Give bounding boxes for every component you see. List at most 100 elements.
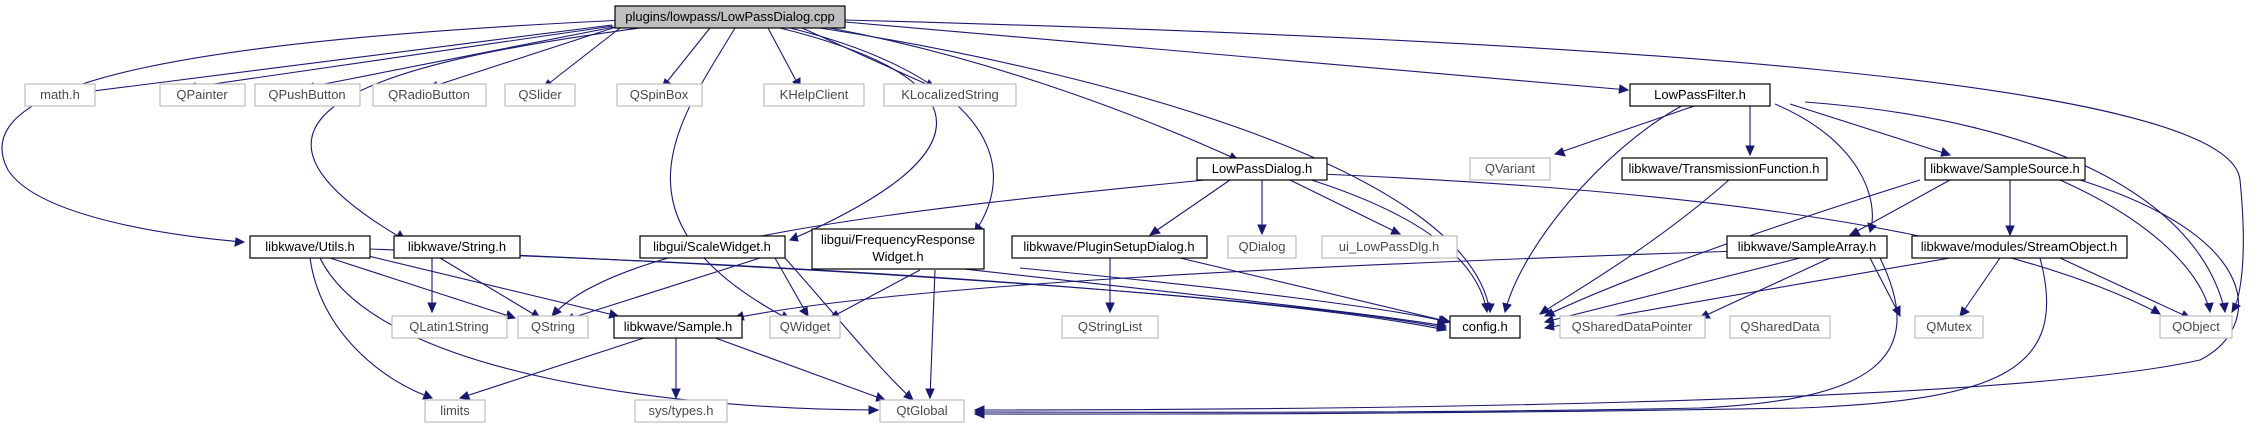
- svg-text:QRadioButton: QRadioButton: [388, 87, 470, 102]
- node-sample[interactable]: libkwave/Sample.h: [613, 315, 743, 339]
- edge-transmissionfunction-config: [1538, 178, 1731, 315]
- node-qpushbutton[interactable]: QPushButton: [254, 83, 361, 107]
- node-samplearray[interactable]: libkwave/SampleArray.h: [1726, 235, 1888, 259]
- node-scalewidget[interactable]: libgui/ScaleWidget.h: [639, 235, 786, 259]
- node-streamobject[interactable]: libkwave/modules/StreamObject.h: [1911, 235, 2128, 259]
- edge-utils-qtglobal: [319, 257, 880, 415]
- svg-text:LowPassDialog.h: LowPassDialog.h: [1212, 161, 1312, 176]
- node-freqresp[interactable]: libgui/FrequencyResponse Widget.h: [811, 228, 985, 270]
- svg-text:QPushButton: QPushButton: [268, 87, 345, 102]
- node-qvariant[interactable]: QVariant: [1469, 157, 1551, 181]
- edge-scalewidget-qwidget: [774, 257, 809, 317]
- edge-freqresp-qwidget: [828, 269, 921, 319]
- node-qstring[interactable]: QString: [517, 315, 589, 339]
- node-samplesource[interactable]: libkwave/SampleSource.h: [1924, 157, 2086, 181]
- edge-streamobject-qtglobal: [973, 257, 2048, 419]
- edge-string-qstring: [439, 257, 541, 319]
- edge-lowpassfilter-transmissionfunction: [1745, 104, 1755, 157]
- edge-lowpassfilter-samplearray: [1774, 103, 1877, 233]
- edge-root-string: [310, 27, 641, 241]
- svg-text:libkwave/TransmissionFunction.: libkwave/TransmissionFunction.h: [1629, 161, 1820, 176]
- edge-root-lowpassfilter: [844, 21, 1630, 94]
- edge-lowpassfilter-config: [1502, 103, 1686, 314]
- svg-text:QString: QString: [531, 319, 575, 334]
- node-transmissionfunction[interactable]: libkwave/TransmissionFunction.h: [1621, 157, 1828, 181]
- node-qpainter[interactable]: QPainter: [159, 83, 246, 107]
- node-qtglobal[interactable]: QtGlobal: [879, 399, 965, 423]
- svg-text:libkwave/SampleSource.h: libkwave/SampleSource.h: [1930, 161, 2080, 176]
- svg-text:Widget.h: Widget.h: [872, 249, 923, 264]
- svg-text:math.h: math.h: [40, 87, 80, 102]
- edge-sample-limits: [458, 335, 651, 401]
- edge-lowpassdialog-ui: [1289, 179, 1402, 235]
- svg-text:QSpinBox: QSpinBox: [630, 87, 689, 102]
- svg-text:libgui/FrequencyResponse: libgui/FrequencyResponse: [821, 232, 975, 247]
- edge-utils-limits: [309, 257, 433, 400]
- svg-text:LowPassFilter.h: LowPassFilter.h: [1654, 87, 1746, 102]
- edge-samplearray-qshareddata: [1869, 257, 1901, 318]
- edge-freqresp-qtglobal: [925, 269, 936, 400]
- node-string[interactable]: libkwave/String.h: [393, 235, 521, 259]
- node-lowpassfilter[interactable]: LowPassFilter.h: [1629, 83, 1771, 107]
- svg-text:libkwave/String.h: libkwave/String.h: [408, 239, 506, 254]
- node-pluginsetupdialog[interactable]: libkwave/PluginSetupDialog.h: [1011, 235, 1208, 259]
- svg-text:libkwave/Utils.h: libkwave/Utils.h: [265, 239, 355, 254]
- edge-root-qslider: [541, 27, 621, 89]
- svg-text:QStringList: QStringList: [1078, 319, 1143, 334]
- svg-text:QWidget: QWidget: [780, 319, 831, 334]
- node-qshareddatapointer[interactable]: QSharedDataPointer: [1559, 315, 1706, 339]
- node-qspinbox[interactable]: QSpinBox: [616, 83, 703, 107]
- node-systypes[interactable]: sys/types.h: [634, 399, 728, 423]
- node-qmutex[interactable]: QMutex: [1914, 315, 1984, 339]
- edge-lowpassfilter-qobject: [1804, 101, 2229, 314]
- node-lowpassdialog-h[interactable]: LowPassDialog.h: [1196, 157, 1328, 181]
- edge-root-khelpclient: [767, 27, 801, 90]
- edge-string-qlatin1string: [427, 258, 437, 314]
- svg-text:libkwave/SampleArray.h: libkwave/SampleArray.h: [1738, 239, 1876, 254]
- node-utils[interactable]: libkwave/Utils.h: [249, 235, 371, 259]
- svg-text:KLocalizedString: KLocalizedString: [901, 87, 999, 102]
- svg-text:libkwave/PluginSetupDialog.h: libkwave/PluginSetupDialog.h: [1023, 239, 1194, 254]
- edge-root-qspinbox: [661, 27, 711, 89]
- edge-lowpassfilter-samplesource: [1789, 103, 1952, 157]
- edge-root-scalewidget: [779, 27, 937, 242]
- svg-text:plugins/lowpass/LowPassDialog.: plugins/lowpass/LowPassDialog.cpp: [625, 9, 835, 24]
- edge-samplesource-qobject: [2059, 179, 2214, 314]
- edge-streamobject-qobject: [2059, 257, 2192, 319]
- node-khelpclient[interactable]: KHelpClient: [763, 83, 865, 107]
- svg-text:QSharedData: QSharedData: [1740, 319, 1820, 334]
- node-qstringlist[interactable]: QStringList: [1061, 315, 1159, 339]
- svg-text:KHelpClient: KHelpClient: [780, 87, 849, 102]
- node-qlatin1string[interactable]: QLatin1String: [391, 315, 508, 339]
- edge-root-qobject: [844, 19, 2244, 314]
- node-qradiobutton[interactable]: QRadioButton: [372, 83, 487, 107]
- edge-samplesource-config: [1543, 179, 1921, 317]
- node-qwidget[interactable]: QWidget: [769, 315, 841, 339]
- edge-lowpassdialog-qobject: [1319, 173, 2161, 315]
- edge-pluginsetupdialog-qstringlist: [1105, 258, 1115, 314]
- edge-root-freqresp: [789, 27, 994, 233]
- svg-text:limits: limits: [440, 403, 470, 418]
- edge-sample-systypes: [671, 336, 681, 400]
- node-limits[interactable]: limits: [424, 399, 486, 423]
- svg-text:QVariant: QVariant: [1485, 161, 1536, 176]
- node-klocalizedstring[interactable]: KLocalizedString: [883, 83, 1017, 107]
- edge-samplesource-qtglobal: [973, 179, 2240, 415]
- edge-lowpassdialog-pluginsetupdialog: [1148, 179, 1231, 236]
- edge-samplearray-config: [1543, 257, 1801, 325]
- edge-streamobject-qmutex: [1959, 257, 2001, 317]
- edge-scalewidget-qstring: [563, 257, 761, 323]
- node-ui-lowpassdlg[interactable]: ui_LowPassDlg.h: [1321, 235, 1458, 259]
- svg-text:ui_LowPassDlg.h: ui_LowPassDlg.h: [1339, 239, 1439, 254]
- svg-text:libkwave/modules/StreamObject.: libkwave/modules/StreamObject.h: [1921, 239, 2118, 254]
- node-root[interactable]: plugins/lowpass/LowPassDialog.cpp: [614, 5, 846, 29]
- node-qobject[interactable]: QObject: [2159, 315, 2233, 339]
- node-config[interactable]: config.h: [1449, 315, 1521, 339]
- node-qslider[interactable]: QSlider: [504, 83, 576, 107]
- node-math[interactable]: math.h: [24, 83, 96, 107]
- svg-text:QSharedDataPointer: QSharedDataPointer: [1572, 319, 1693, 334]
- svg-text:QDialog: QDialog: [1239, 239, 1286, 254]
- node-qdialog[interactable]: QDialog: [1227, 235, 1297, 259]
- node-qshareddata[interactable]: QSharedData: [1729, 315, 1831, 339]
- svg-text:QtGlobal: QtGlobal: [896, 403, 947, 418]
